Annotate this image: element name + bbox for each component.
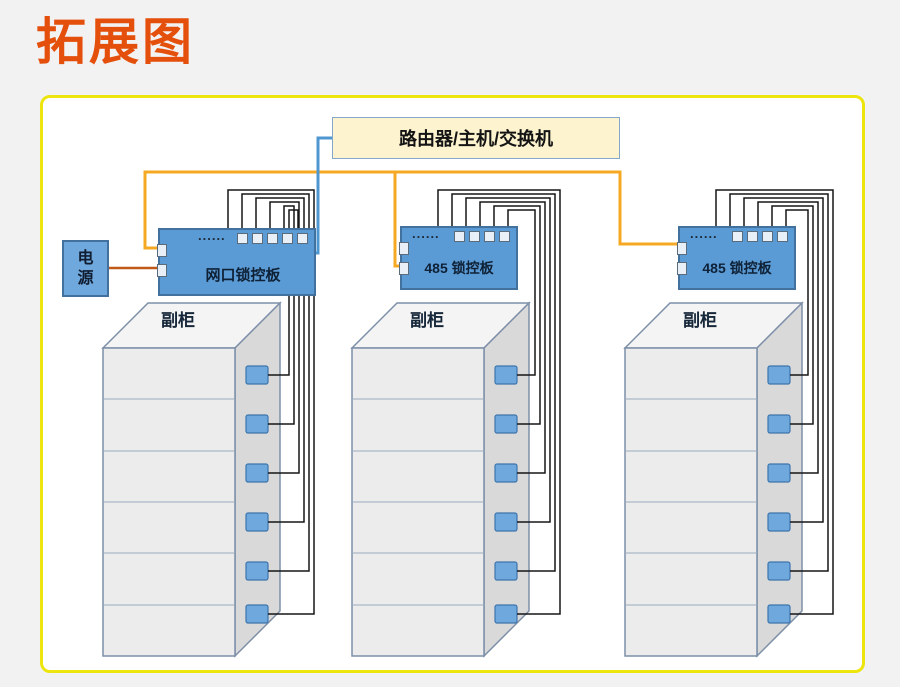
diagram-canvas: 路由器/主机/交换机 电源 ...... 网口锁控板 ...... xyxy=(40,95,865,673)
lock xyxy=(245,512,269,532)
port-icon xyxy=(399,262,409,275)
cabinet-row-lines xyxy=(103,398,235,606)
board-top-ports xyxy=(732,231,788,242)
board-top-ports xyxy=(454,231,510,242)
lock xyxy=(245,414,269,434)
lock xyxy=(494,463,518,483)
lock xyxy=(245,604,269,624)
cabinet-row-lines xyxy=(625,398,757,606)
port-icon xyxy=(677,262,687,275)
page-title: 拓展图 xyxy=(36,14,195,70)
cabinet-row-lines xyxy=(352,398,484,606)
router-box: 路由器/主机/交换机 xyxy=(332,117,620,159)
lan-cable xyxy=(316,136,332,255)
lock xyxy=(767,561,791,581)
board-side-ports xyxy=(677,242,687,275)
board-side-ports xyxy=(157,244,167,277)
router-box-label: 路由器/主机/交换机 xyxy=(398,129,553,149)
lock xyxy=(245,365,269,385)
port-icon xyxy=(252,233,263,244)
port-icon xyxy=(157,244,167,257)
diagram-svg xyxy=(101,136,834,658)
cabinet-locks xyxy=(494,365,518,624)
cabinet-3 xyxy=(623,301,804,658)
power-box-label: 电源 xyxy=(77,249,94,287)
board-label: 485 锁控板 xyxy=(424,260,494,276)
controller-board-1: ...... 网口锁控板 xyxy=(157,228,316,296)
port-icon xyxy=(777,231,788,242)
cabinet-1 xyxy=(101,301,282,658)
cabinet-locks xyxy=(767,365,791,624)
board-label: 网口锁控板 xyxy=(205,267,281,284)
lock xyxy=(767,414,791,434)
board-side-ports xyxy=(399,242,409,275)
lock xyxy=(494,561,518,581)
port-icon xyxy=(297,233,308,244)
rs485-bus-cable xyxy=(143,170,678,250)
port-icon xyxy=(677,242,687,255)
port-icon xyxy=(157,264,167,277)
power-box: 电源 xyxy=(62,240,109,297)
board-dots: ...... xyxy=(690,226,718,241)
cabinet-1-label: 副柜 xyxy=(161,311,195,330)
rs485-branch-cable xyxy=(393,172,400,268)
lock xyxy=(245,561,269,581)
controller-board-3: ...... 485 锁控板 xyxy=(677,226,796,290)
board-dots: ...... xyxy=(412,226,440,241)
port-icon xyxy=(237,233,248,244)
port-icon xyxy=(282,233,293,244)
lock xyxy=(767,463,791,483)
port-icon xyxy=(762,231,773,242)
board-label: 485 锁控板 xyxy=(702,260,772,276)
lock-wiring-cabinet-1 xyxy=(227,189,315,615)
cabinet-2 xyxy=(350,301,531,658)
cabinet-3-label: 副柜 xyxy=(683,311,717,330)
lock xyxy=(494,365,518,385)
port-icon xyxy=(499,231,510,242)
board-dots: ...... xyxy=(198,228,226,243)
lock xyxy=(494,512,518,532)
board-top-ports xyxy=(237,233,308,244)
port-icon xyxy=(454,231,465,242)
port-icon xyxy=(747,231,758,242)
port-icon xyxy=(732,231,743,242)
port-icon xyxy=(267,233,278,244)
lock xyxy=(245,463,269,483)
lock xyxy=(767,365,791,385)
lock-wiring-cabinet-3 xyxy=(715,189,834,615)
lock xyxy=(767,512,791,532)
controller-board-2: ...... 485 锁控板 xyxy=(399,226,518,290)
lock xyxy=(494,414,518,434)
port-icon xyxy=(484,231,495,242)
port-icon xyxy=(469,231,480,242)
lock xyxy=(494,604,518,624)
port-icon xyxy=(399,242,409,255)
lock-wiring-cabinet-2 xyxy=(437,189,561,615)
cabinet-2-label: 副柜 xyxy=(410,311,444,330)
lock xyxy=(767,604,791,624)
